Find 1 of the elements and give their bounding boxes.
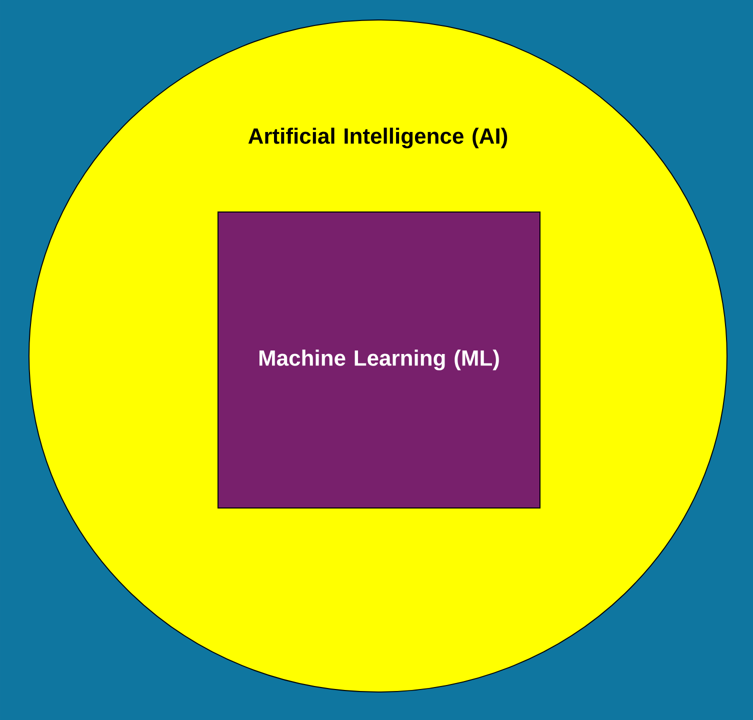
square-box: Machine Learning (ML) bbox=[218, 212, 540, 508]
